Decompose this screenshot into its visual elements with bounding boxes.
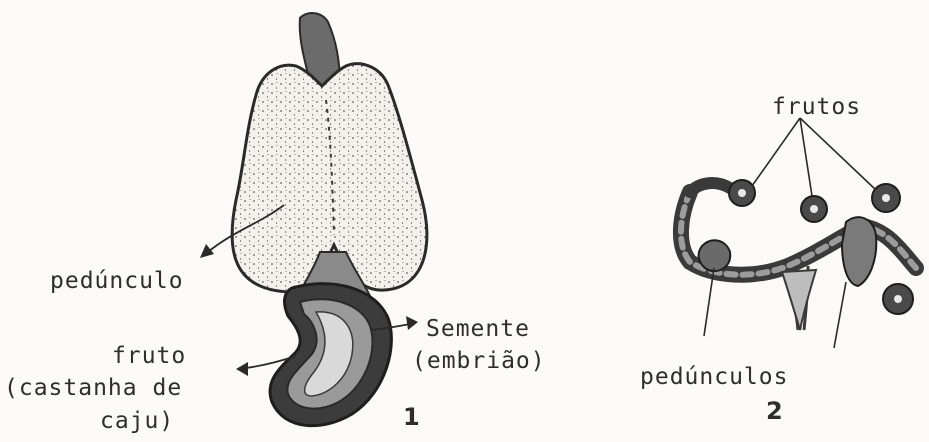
label-seed-line1: Semente	[426, 316, 530, 342]
label-peduncle: pedúnculo	[50, 268, 184, 294]
pointers-fruits	[752, 118, 876, 196]
label-fruit-line2: (castanha de	[4, 375, 182, 401]
pointer-fruit-head	[236, 362, 248, 376]
pointer-seed-head	[406, 316, 418, 330]
label-fruit-line3: caju)	[100, 408, 174, 434]
label-fruit-line1: fruto	[112, 343, 186, 369]
small-peduncle-right	[842, 217, 876, 286]
figure2-drawing	[681, 118, 916, 348]
figure-number-2: 2	[766, 398, 784, 424]
label-seed-line2: (embrião)	[412, 348, 546, 374]
label-fruits: frutos	[772, 94, 861, 120]
stem-base	[782, 270, 816, 330]
label-peduncles: pedúnculos	[640, 364, 788, 390]
figure1-drawing	[200, 13, 427, 426]
pointer-peduncle-head	[200, 244, 214, 258]
small-peduncle-left	[699, 240, 731, 271]
figure-number-1: 1	[403, 404, 421, 430]
branch-upper-left	[690, 183, 730, 192]
